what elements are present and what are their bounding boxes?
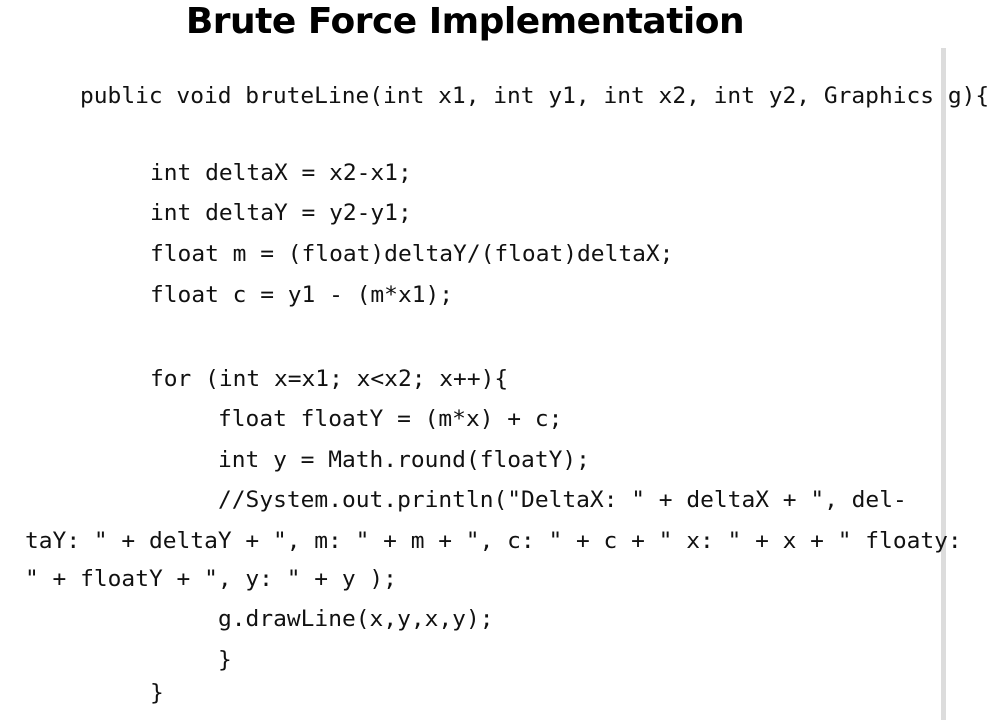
code-line-for-loop: for (int x=x1; x<x2; x++){ [150,367,509,392]
right-border-rule [941,48,946,720]
code-line-method-signature: public void bruteLine(int x1, int y1, in… [80,84,989,109]
code-line-comment-end: " + floatY + ", y: " + y ); [25,567,397,592]
code-line-floaty: float floatY = (m*x) + c; [218,407,563,432]
code-line-deltay: int deltaY = y2-y1; [150,201,412,226]
code-line-drawline: g.drawLine(x,y,x,y); [218,607,494,632]
code-listing: public void bruteLine(int x1, int y1, in… [25,84,989,706]
code-line-close-loop: } [218,648,232,673]
code-line-close-method: } [150,681,164,706]
code-line-comment-start: //System.out.println("DeltaX: " + deltaX… [218,488,907,513]
slide-title: Brute Force Implementation [185,1,745,42]
code-line-comment-middle: taY: " + deltaY + ", m: " + m + ", c: " … [25,529,962,554]
code-line-slope: float m = (float)deltaY/(float)deltaX; [150,242,674,267]
code-line-intercept: float c = y1 - (m*x1); [150,283,454,308]
code-line-deltax: int deltaX = x2-x1; [150,161,412,186]
code-line-round: int y = Math.round(floatY); [218,448,590,473]
